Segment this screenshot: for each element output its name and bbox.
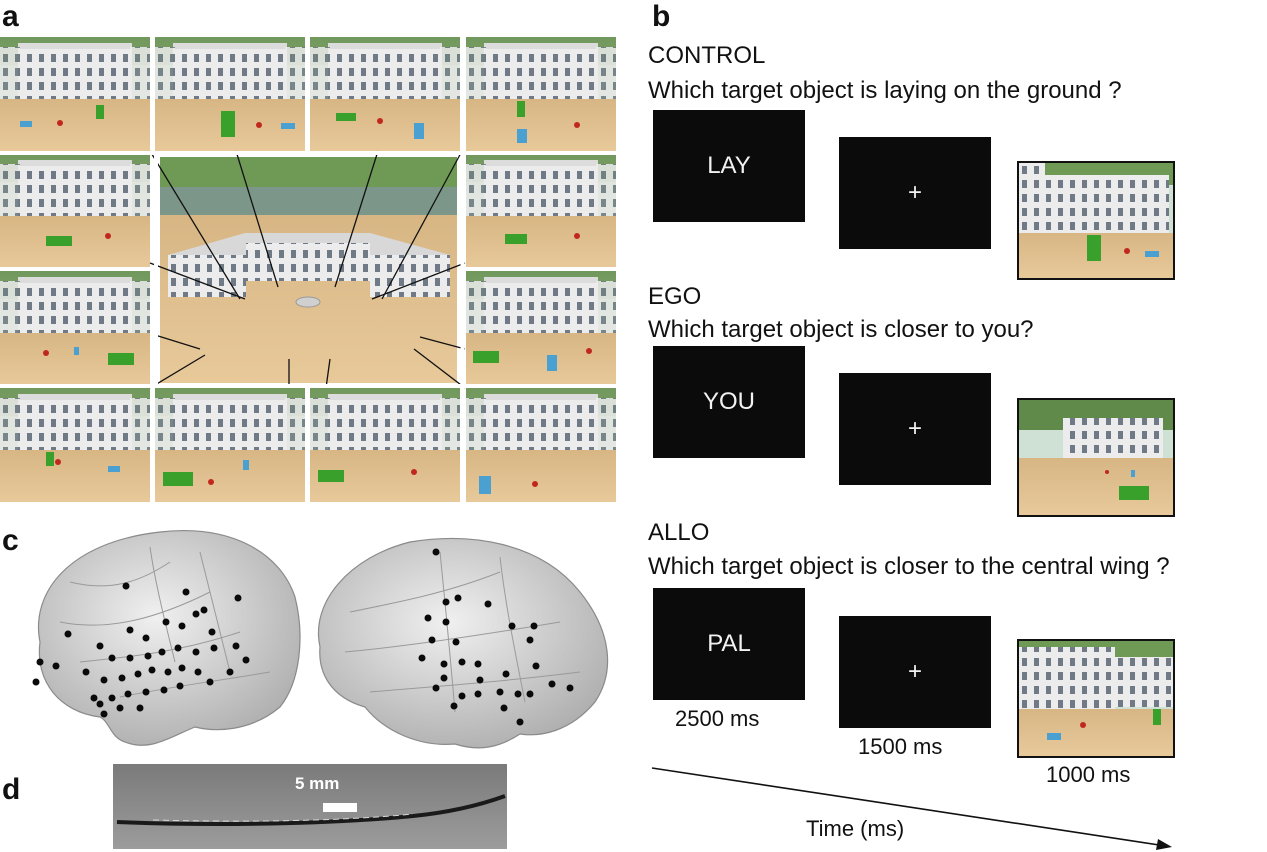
- fixation-cross-allo: +: [907, 658, 922, 685]
- condition-question-allo: Which target object is closer to the cen…: [648, 553, 1170, 580]
- panel-a-scene-grid: [0, 37, 617, 502]
- scene-thumb-allo: [1017, 639, 1175, 758]
- view-thumb-row1: [0, 37, 616, 151]
- scale-bar: [323, 803, 357, 812]
- fixation-cross-ego: +: [907, 415, 922, 442]
- scene-thumb-ego: [1017, 398, 1175, 517]
- view-thumb-row2: [0, 154, 616, 268]
- view-arrows: [149, 150, 466, 389]
- electrode-photo: 5 mm: [113, 764, 507, 849]
- view-thumb-row3: [0, 271, 616, 385]
- view-thumb-row4: [0, 388, 616, 502]
- condition-title-control: CONTROL: [648, 42, 766, 69]
- brain-electrode-map: [32, 530, 609, 749]
- cue-word-ego: YOU: [702, 388, 755, 415]
- cue-screen-control: LAY: [653, 110, 805, 222]
- condition-question-control: Which target object is laying on the gro…: [648, 77, 1122, 104]
- panel-label-b: b: [652, 0, 671, 33]
- duration-scene: 1000 ms: [1046, 762, 1131, 787]
- scale-bar-label: 5 mm: [295, 774, 340, 793]
- duration-cue: 2500 ms: [675, 706, 760, 731]
- cue-screen-ego: YOU: [653, 346, 805, 458]
- panel-label-a: a: [2, 0, 19, 33]
- time-axis-label: Time (ms): [806, 816, 905, 841]
- duration-fixation: 1500 ms: [858, 734, 943, 759]
- grid-separators: [0, 37, 617, 502]
- cue-word-allo: PAL: [707, 630, 751, 657]
- electrode-photo-svg: [113, 764, 507, 849]
- fixation-screen-ego: +: [839, 373, 991, 485]
- fixation-screen-allo: +: [839, 616, 991, 728]
- central-overview: [160, 157, 457, 383]
- condition-title-allo: ALLO: [648, 519, 710, 546]
- electrodes-right: [418, 548, 574, 726]
- cue-screen-allo: PAL: [653, 588, 805, 700]
- panel-label-d: d: [2, 773, 21, 806]
- scene-grid-svg: [0, 37, 617, 502]
- fixation-cross-control: +: [907, 179, 922, 206]
- right-hemisphere: [317, 537, 609, 749]
- cue-word-control: LAY: [707, 152, 751, 179]
- scene-thumb-control: [1017, 161, 1175, 280]
- fixation-screen-control: +: [839, 137, 991, 249]
- panel-label-c: c: [2, 524, 19, 557]
- time-axis-arrow: [651, 767, 1172, 850]
- electrodes-left: [32, 582, 250, 718]
- condition-question-ego: Which target object is closer to you?: [648, 316, 1034, 343]
- condition-title-ego: EGO: [648, 283, 702, 310]
